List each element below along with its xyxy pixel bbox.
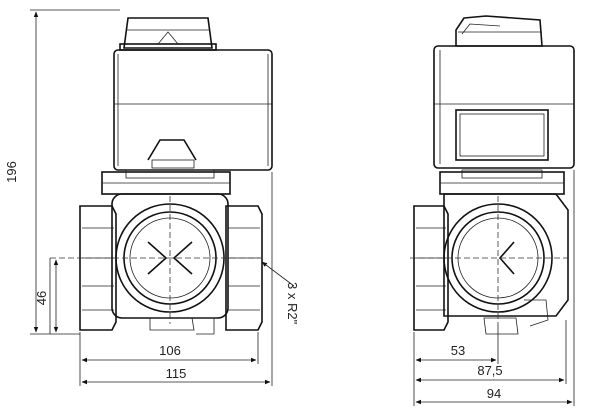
dimension-196-label: 196: [4, 161, 19, 183]
side-view: [410, 15, 575, 335]
actuator-housing-front: [113, 49, 273, 171]
dimension-94: 94: [415, 170, 575, 406]
dimension-115: 115: [81, 172, 273, 386]
actuator-knob-front: [119, 17, 217, 51]
valve-body-side: [443, 193, 569, 335]
actuator-knob-side: [455, 15, 543, 47]
flange-front: [101, 169, 231, 195]
dimension-46-label: 46: [34, 291, 49, 305]
right-port-front: [225, 205, 263, 331]
dimension-53-label: 53: [451, 343, 465, 358]
dimension-106-label: 106: [159, 343, 181, 358]
dimension-196: 196: [4, 9, 120, 335]
left-port-side: [413, 205, 449, 331]
dimension-94-label: 94: [487, 386, 501, 401]
dimension-53: 53: [413, 324, 499, 406]
actuator-housing-side: [433, 45, 575, 169]
dimension-115-label: 115: [166, 366, 187, 381]
dimension-87-5-label: 87,5: [477, 363, 502, 378]
front-view: [50, 17, 273, 335]
dimension-87-5: 87,5: [415, 320, 567, 384]
dimension-106: 106: [79, 332, 259, 386]
left-port-front: [79, 205, 117, 331]
thread-callout: 3 x R2": [261, 261, 300, 325]
flange-side: [439, 169, 565, 195]
dimension-46: 46: [34, 258, 59, 334]
thread-callout-label: 3 x R2": [285, 282, 300, 325]
